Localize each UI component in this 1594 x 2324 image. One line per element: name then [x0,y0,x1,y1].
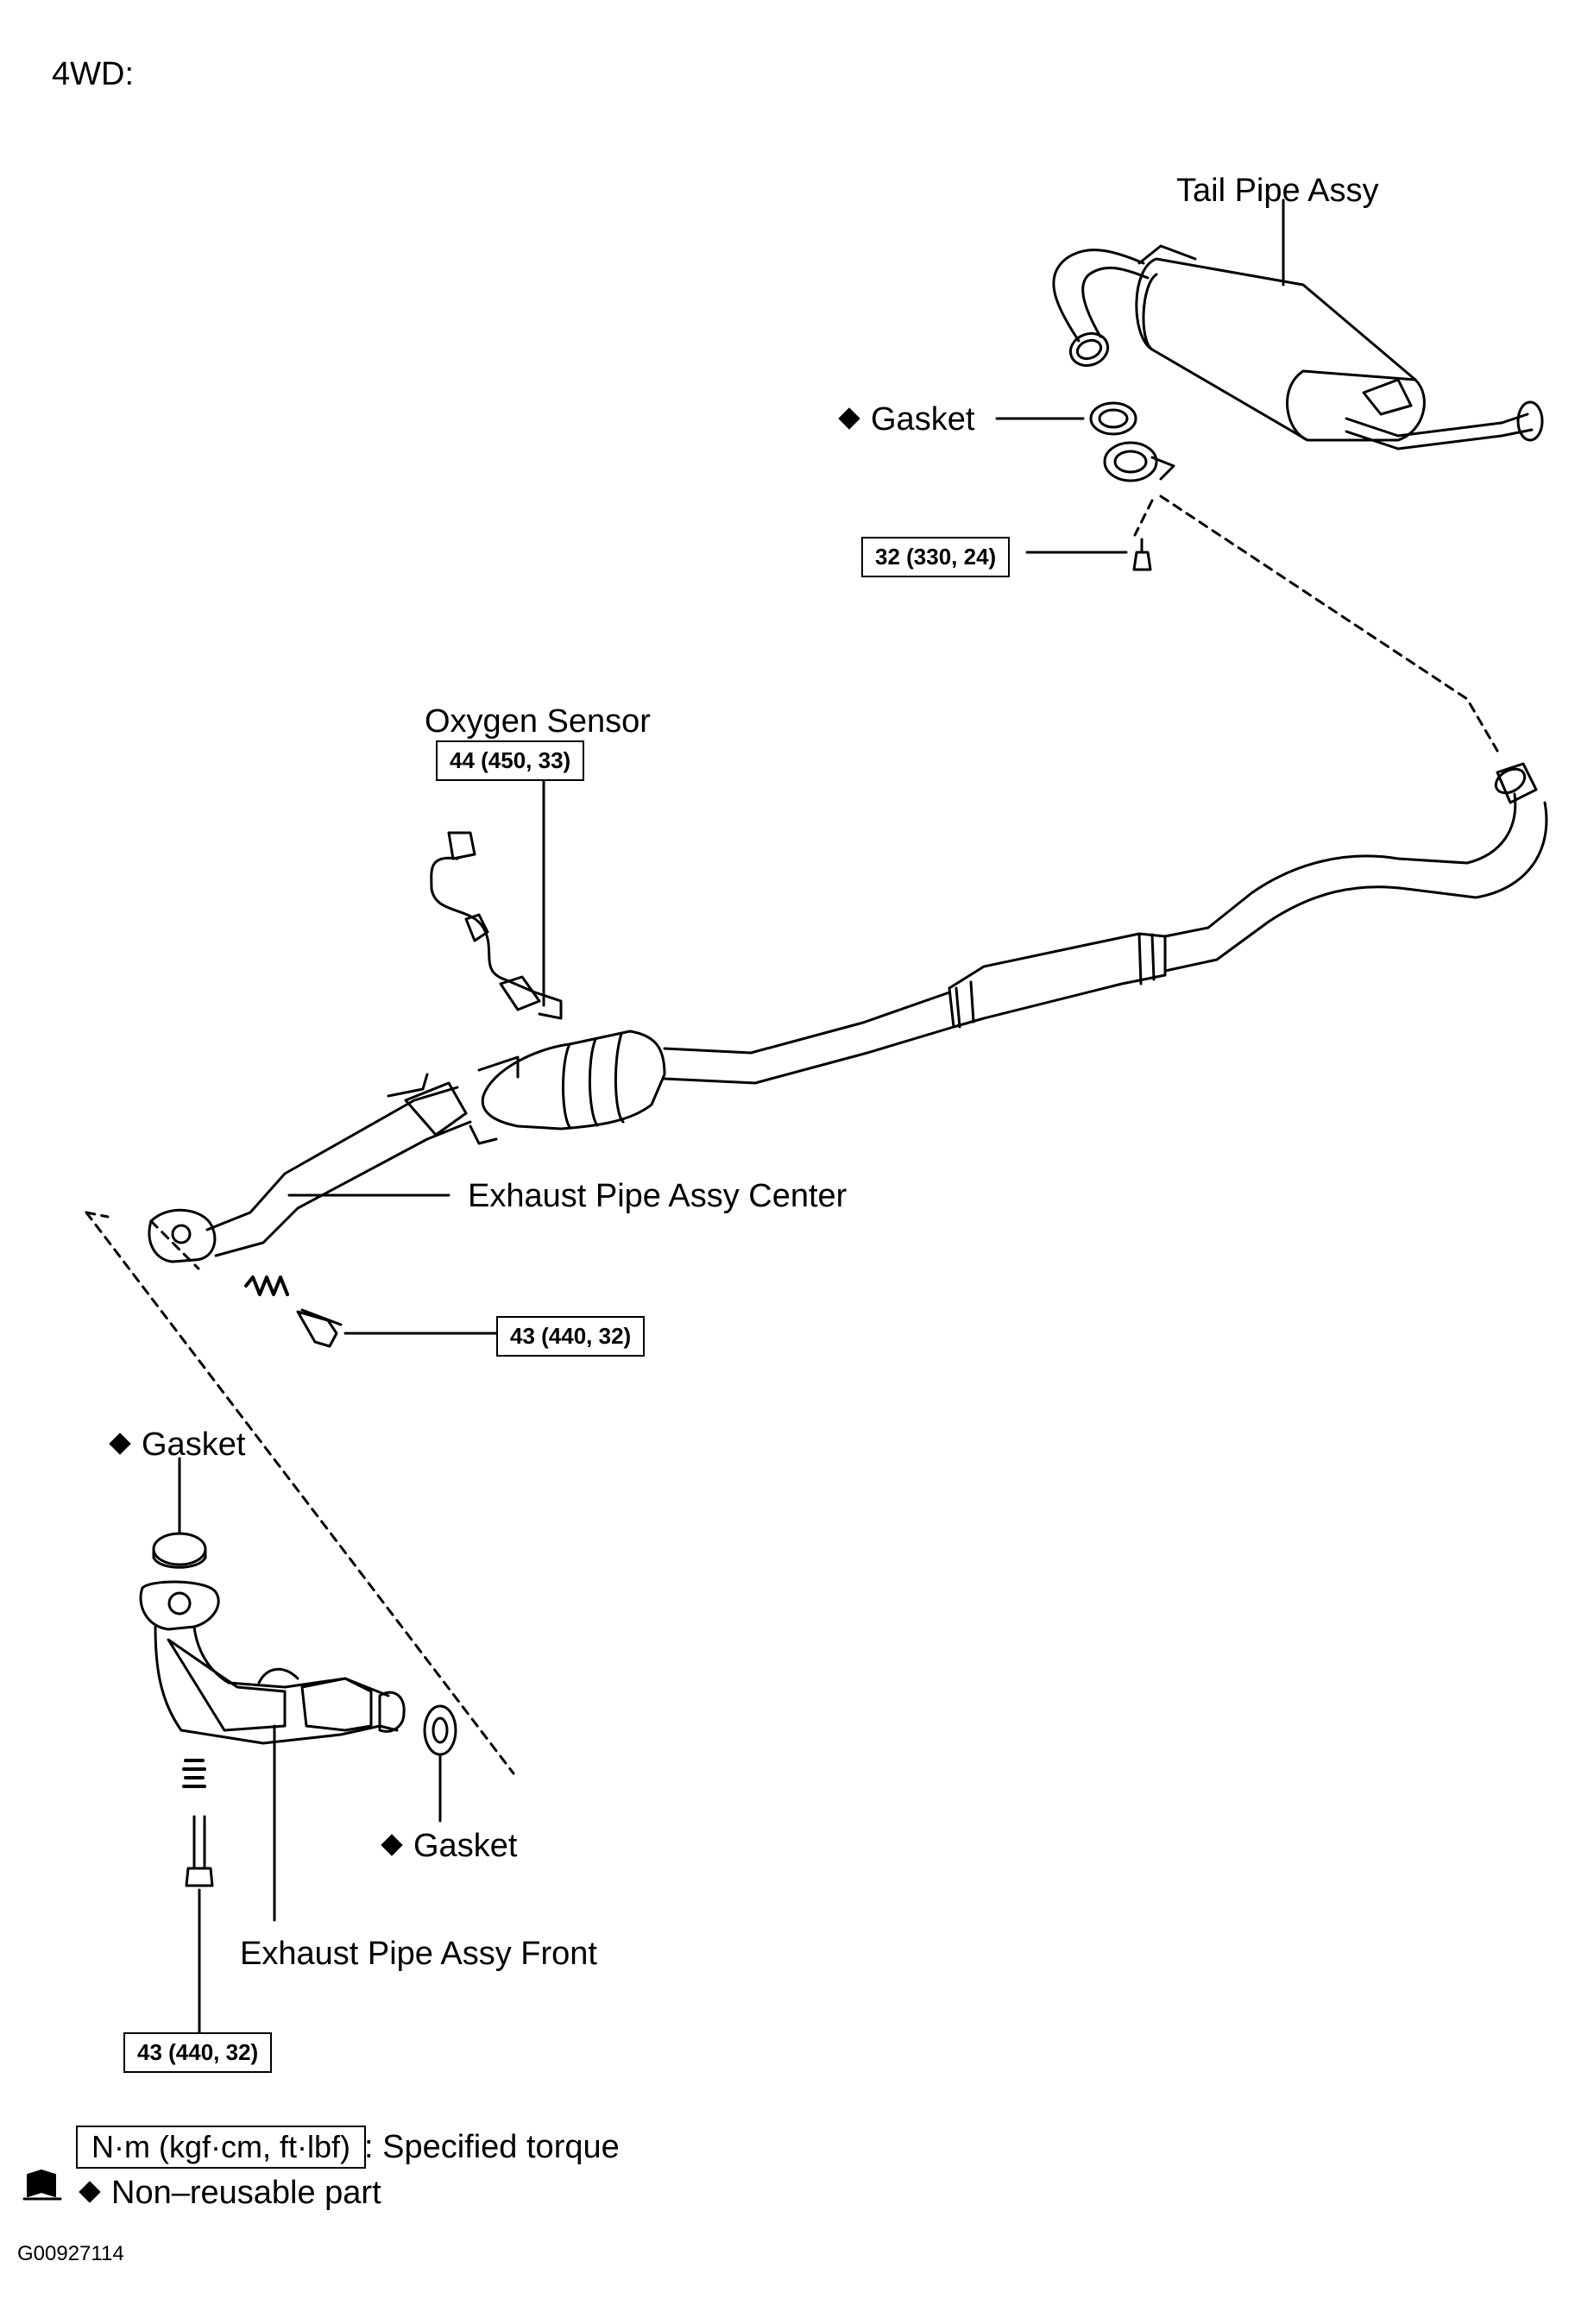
gasket-rear-label: Gasket [838,401,975,438]
figure-code: G00927114 [17,2242,124,2265]
book-icon [22,2170,62,2201]
gasket-front-lower-text: Gasket [413,1828,518,1864]
torque-unit-desc: : Specified torque [364,2129,620,2165]
oxygen-sensor-label: Oxygen Sensor [425,703,651,740]
exhaust-pipe-center-drawing [148,762,1548,1348]
pipe-front-label: Exhaust Pipe Assy Front [240,1936,597,1972]
front-bolt-torque-box: 43 (440, 32) [123,2032,273,2073]
non-reusable-marker [381,1834,403,1856]
gasket-rear-text: Gasket [871,401,975,438]
non-reusable-marker [79,2181,101,2203]
non-reusable-text: Non–reusable part [111,2175,381,2211]
torque-unit-box: N·m (kgf·cm, ft·lbf) [76,2126,366,2169]
tail-pipe-assy-drawing [1052,244,1544,450]
center-bolt-torque-box: 43 (440, 32) [496,1316,646,1357]
tail-pipe-label: Tail Pipe Assy [1176,173,1379,209]
oxygen-sensor-drawing [430,831,563,1020]
pipe-center-label: Exhaust Pipe Assy Center [468,1178,847,1214]
exhaust-pipe-front-drawing [139,1532,457,1887]
gasket-front-upper-label: Gasket [109,1427,246,1464]
non-reusable-legend: Non–reusable part [79,2175,381,2212]
non-reusable-marker [838,407,860,430]
gasket-front-upper-text: Gasket [142,1427,246,1463]
tail-clamp-torque-box: 32 (330, 24) [861,537,1011,577]
gasket-front-lower-label: Gasket [381,1828,518,1865]
oxygen-sensor-torque-box: 44 (450, 33) [436,740,585,781]
variant-label: 4WD: [52,56,134,92]
non-reusable-marker [109,1433,131,1455]
rear-gasket-clamp-drawing [1089,401,1175,571]
